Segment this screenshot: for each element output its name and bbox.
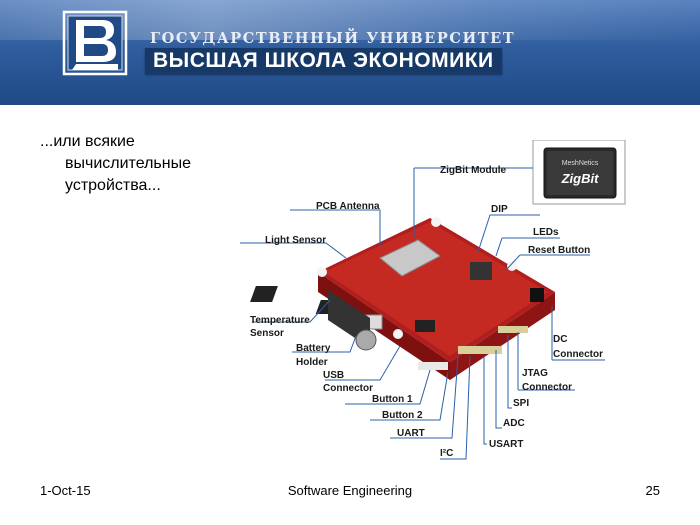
label-temperature: Temperature [250,315,310,326]
label-light-sensor: Light Sensor [265,235,326,246]
zigbit-chip-inset: MeshNetics ZigBit [532,140,626,205]
label-uart: UART [397,428,425,439]
label-jtag-connector: Connector [522,382,572,393]
text-line-1: ...или всякие [40,133,135,150]
label-usb: USB [323,370,344,381]
text-line-2: вычислительные [65,155,191,172]
label-i2c: I²C [440,448,453,459]
chip-brand: MeshNetics [562,160,599,167]
label-adc: ADC [503,418,525,429]
label-dc: DC [553,334,567,345]
label-holder: Holder [296,357,328,368]
label-dc-connector: Connector [553,349,603,360]
board-body [250,217,555,380]
callout-labels: ZigBit Module PCB Antenna Light Sensor T… [250,165,603,459]
hse-logo-icon [62,10,128,76]
label-pcb-antenna: PCB Antenna [316,201,380,212]
label-reset-button: Reset Button [528,245,590,256]
label-zigbit-module: ZigBit Module [440,165,507,176]
header-banner: ГОСУДАРСТВЕННЫЙ УНИВЕРСИТЕТ ВЫСШАЯ ШКОЛА… [0,0,700,105]
callout-lines [240,167,605,460]
text-line-3: устройства... [65,177,161,194]
slide-text: ...или всякие вычислительные устройства.… [40,131,280,197]
footer-date: 1-Oct-15 [40,483,91,498]
footer-page-number: 25 [645,483,660,498]
label-usb-connector: Connector [323,383,373,394]
label-spi: SPI [513,398,529,409]
label-leds: LEDs [533,227,559,238]
university-name-box: ВЫСШАЯ ШКОЛА ЭКОНОМИКИ [145,48,502,74]
label-usart: USART [489,439,523,450]
university-line-2: ВЫСШАЯ ШКОЛА ЭКОНОМИКИ [153,49,494,72]
label-button-2: Button 2 [382,410,423,421]
board-diagram: MeshNetics ZigBit [240,140,626,460]
footer-title: Software Engineering [287,483,413,498]
label-button-1: Button 1 [372,394,413,405]
label-battery: Battery [296,343,331,354]
university-line-1: ГОСУДАРСТВЕННЫЙ УНИВЕРСИТЕТ [150,30,516,47]
chip-name: ZigBit [561,171,599,186]
label-sensor: Sensor [250,328,284,339]
label-dip: DIP [491,204,508,215]
label-jtag: JTAG [522,368,548,379]
